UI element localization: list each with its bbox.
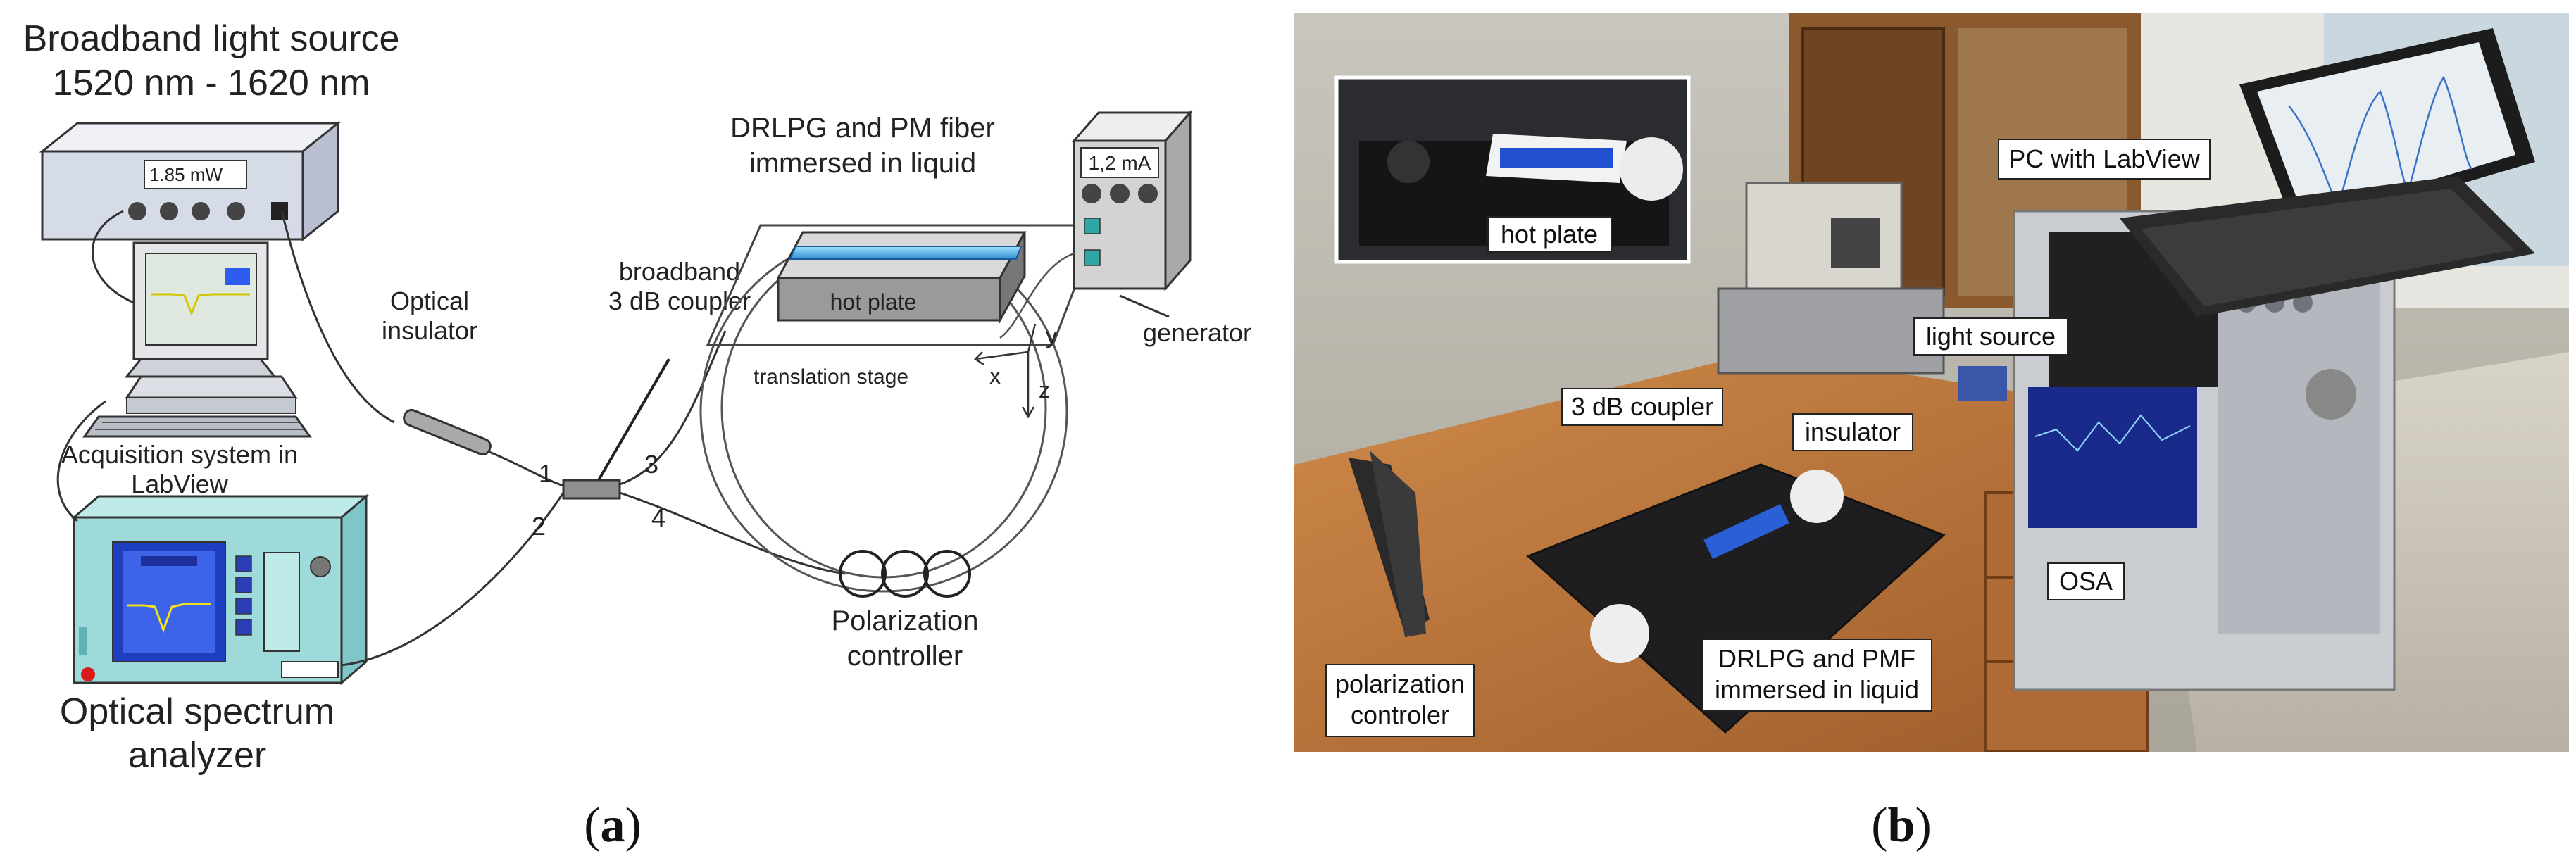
coupler-label-line1: broadband <box>619 257 740 286</box>
svg-text:light source: light source <box>1926 322 2056 351</box>
port-1-label: 1 <box>539 459 553 488</box>
source-output-port <box>271 202 288 220</box>
acquisition-monitor <box>124 241 277 378</box>
hot-plate-label: hot plate <box>830 289 917 315</box>
source-knob-2 <box>160 202 178 220</box>
svg-text:controler: controler <box>1351 700 1449 729</box>
axis-x-label: x <box>989 363 1001 389</box>
port-2-label: 2 <box>532 512 546 541</box>
liquid-container <box>706 224 1101 346</box>
svg-text:hot plate: hot plate <box>1501 220 1598 249</box>
polarization-controller <box>839 550 971 598</box>
panel-a-letter: (a) <box>584 798 642 853</box>
photo-label-pc: PC with LabView <box>1998 139 2211 180</box>
osa-red-led <box>81 667 95 681</box>
acquisition-label-line1: Acquisition system in <box>61 440 298 469</box>
source-title-line1: Broadband light source <box>23 18 400 59</box>
svg-text:OSA: OSA <box>2059 567 2113 596</box>
drlpg-label-line1: DRLPG and PM fiber <box>730 113 995 144</box>
photo-label-drlpg-pmf: DRLPG and PMF immersed in liquid <box>1702 639 1932 712</box>
source-knob-1 <box>128 202 146 220</box>
axis-y-label: y <box>1046 323 1057 348</box>
source-title-line2: 1520 nm - 1620 nm <box>53 63 370 103</box>
osa-label-line1: Optical spectrum <box>60 691 334 732</box>
source-knob-3 <box>192 202 210 220</box>
osa-label-line2: analyzer <box>128 735 267 776</box>
breadboard-wheels <box>1590 470 1844 663</box>
axis-z-label: z <box>1039 377 1050 403</box>
coupler-label-line2: 3 dB coupler <box>608 287 751 315</box>
generator-display <box>1080 147 1159 178</box>
svg-text:immersed in liquid: immersed in liquid <box>1715 675 1919 704</box>
panel-b-letter: (b) <box>1871 798 1932 853</box>
photo-label-light-source: light source <box>1913 317 2068 356</box>
photo-label-coupler: 3 dB coupler <box>1561 388 1723 426</box>
pol-controller-label-line2: controller <box>847 641 963 672</box>
computer-keyboard <box>82 375 312 438</box>
light-source-device: 1.85 mW <box>39 120 342 242</box>
svg-text:PC with LabView: PC with LabView <box>2008 144 2200 173</box>
stage-axes <box>974 323 1037 419</box>
panel-b-photo: hot plate PC with LabView light source 3… <box>1294 13 2569 853</box>
photo-label-hot-plate: hot plate <box>1487 216 1612 253</box>
insulator-label-line1: Optical <box>390 287 469 315</box>
grating-blue-bar <box>789 246 1023 260</box>
hot-plate <box>776 231 1027 325</box>
port-3-label: 3 <box>644 450 658 479</box>
drlpg-label-line2: immersed in liquid <box>749 148 976 179</box>
acquisition-label-line2: LabView <box>131 470 228 498</box>
optical-spectrum-analyzer <box>70 493 370 686</box>
source-knob-4 <box>227 202 245 220</box>
optical-insulator <box>403 408 492 456</box>
broadband-coupler <box>562 358 670 500</box>
photo-label-insulator: insulator <box>1792 413 1913 451</box>
svg-text:3 dB coupler: 3 dB coupler <box>1571 392 1713 421</box>
svg-text:DRLPG and PMF: DRLPG and PMF <box>1718 644 1915 673</box>
pol-controller-label-line1: Polarization <box>831 605 978 636</box>
translation-stage-label: translation stage <box>754 365 908 389</box>
generator-display-value: 1,2 mA <box>1089 152 1151 174</box>
photo-label-osa: OSA <box>2047 562 2125 600</box>
generator-label: generator <box>1143 318 1251 347</box>
svg-text:insulator: insulator <box>1805 417 1901 446</box>
photo-label-polarization-controller: polarization controler <box>1325 664 1475 737</box>
source-display-screen <box>144 160 247 189</box>
port-4-label: 4 <box>651 503 665 532</box>
insulator-label-line2: insulator <box>382 316 477 345</box>
fiber-lines <box>56 210 846 667</box>
monitor-blue-indicator <box>225 268 250 285</box>
current-generator: 1,2 mA <box>1071 110 1193 291</box>
panel-a-schematic: Broadband light source 1520 nm - 1620 nm… <box>23 18 1251 853</box>
source-display-value: 1.85 mW <box>149 164 223 185</box>
svg-text:polarization: polarization <box>1335 669 1465 698</box>
